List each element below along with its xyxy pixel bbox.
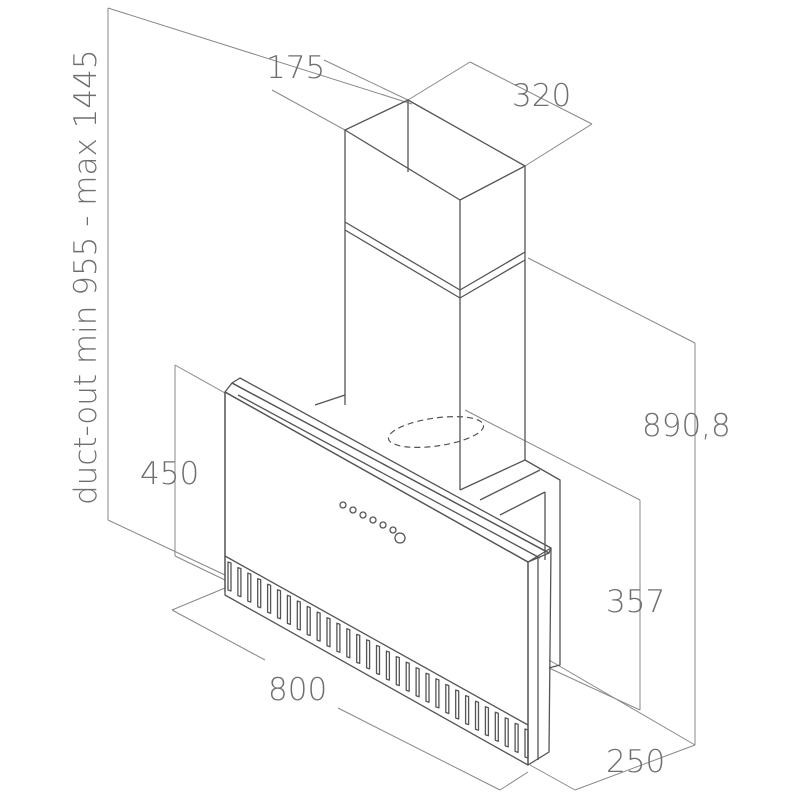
control-button bbox=[379, 521, 387, 529]
grille-slat bbox=[425, 672, 430, 703]
chimney-upper bbox=[344, 99, 526, 290]
grille-slat bbox=[484, 706, 490, 737]
grille-slat bbox=[227, 561, 232, 592]
grille-slat bbox=[445, 683, 450, 715]
control-button bbox=[369, 516, 377, 524]
control-button bbox=[389, 526, 397, 534]
grille-slat bbox=[247, 572, 252, 603]
grille-slat bbox=[435, 678, 440, 709]
label-depth: 250 bbox=[606, 744, 665, 780]
label-depth-top: 175 bbox=[266, 50, 325, 86]
grille-slat bbox=[415, 667, 420, 698]
label-total-height: 890,8 bbox=[642, 408, 731, 444]
grille-slat bbox=[237, 566, 242, 598]
grille-slat bbox=[385, 650, 391, 681]
label-mid-height: 357 bbox=[606, 584, 665, 620]
label-panel-height: 450 bbox=[140, 456, 199, 492]
grille bbox=[224, 555, 529, 759]
grille-slat bbox=[296, 600, 301, 631]
grille-slat bbox=[306, 605, 311, 637]
chimney-lower bbox=[344, 221, 526, 490]
grille-slat bbox=[514, 722, 519, 754]
grille-top-edge bbox=[224, 555, 529, 726]
control-button bbox=[339, 501, 347, 509]
dimension-lines bbox=[107, 7, 696, 791]
grille-slat bbox=[336, 622, 341, 653]
grille-slat bbox=[356, 633, 361, 665]
glass-panel bbox=[224, 377, 552, 766]
grille-slat bbox=[276, 589, 282, 620]
grille-slat bbox=[257, 578, 262, 609]
grille-slat bbox=[346, 628, 351, 659]
control-panel bbox=[339, 501, 406, 544]
hood-body bbox=[314, 394, 561, 669]
grille-slat bbox=[286, 594, 292, 626]
grille-slat bbox=[474, 700, 480, 731]
grille-slat bbox=[326, 617, 331, 648]
control-button bbox=[349, 506, 357, 514]
grille-slat bbox=[494, 711, 499, 742]
grille-slat bbox=[375, 644, 381, 676]
label-duct-out: duct-out min 955 - max 1445 bbox=[68, 49, 104, 505]
grille-slat bbox=[316, 611, 321, 642]
label-width: 800 bbox=[268, 672, 327, 708]
grille-slat bbox=[266, 583, 272, 614]
power-button bbox=[394, 532, 406, 544]
grille-slat bbox=[455, 689, 460, 720]
grille-slat bbox=[504, 717, 509, 748]
grille-slat bbox=[365, 639, 371, 670]
grille-slat bbox=[524, 728, 529, 759]
grille-slat bbox=[464, 694, 470, 726]
label-width-top: 320 bbox=[512, 78, 571, 114]
grille-slat bbox=[395, 655, 400, 687]
exhaust-outlet bbox=[387, 416, 485, 448]
control-button bbox=[359, 511, 367, 519]
grille-slat bbox=[405, 661, 410, 692]
